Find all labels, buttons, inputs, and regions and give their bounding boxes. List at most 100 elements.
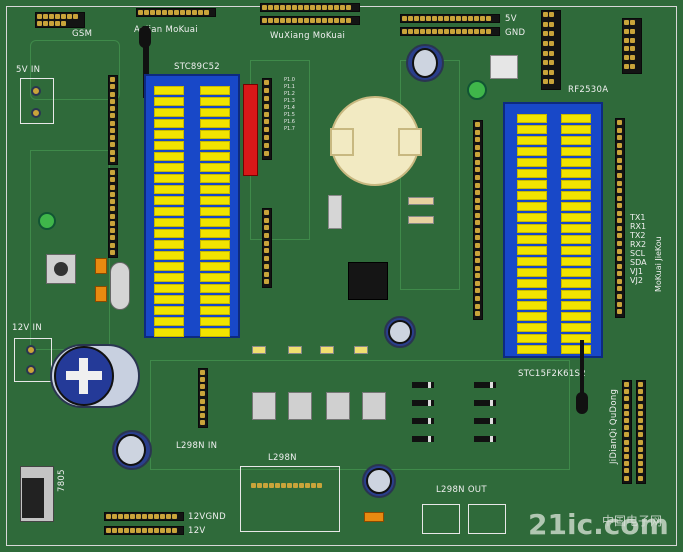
relay-header-b bbox=[636, 380, 646, 484]
diode bbox=[474, 400, 496, 406]
pin-label: P1.2 bbox=[284, 91, 295, 97]
l298n-in-label: L298N IN bbox=[176, 441, 218, 451]
label-12v: 12V bbox=[188, 526, 206, 536]
soic-chip bbox=[348, 262, 388, 300]
optocoupler bbox=[362, 392, 386, 420]
trace bbox=[150, 360, 570, 470]
led bbox=[252, 346, 266, 354]
rf-label: RF2530A bbox=[568, 85, 609, 95]
optocoupler bbox=[288, 392, 312, 420]
stc15-label: STC15F2K61S2 bbox=[518, 369, 586, 379]
gsm-label: GSM bbox=[72, 29, 93, 39]
5v-in-connector bbox=[20, 78, 54, 124]
7805-body bbox=[22, 478, 44, 518]
l298n-pins bbox=[250, 482, 330, 490]
capacitor-top bbox=[412, 48, 438, 78]
l298n-out-connector-a bbox=[422, 504, 460, 534]
p3-header bbox=[108, 168, 118, 258]
crystal-12mhz bbox=[110, 262, 130, 310]
relay-header-a bbox=[622, 380, 632, 484]
pin-label: RX1 bbox=[630, 222, 647, 231]
corner-header bbox=[622, 18, 642, 74]
diode bbox=[412, 436, 434, 442]
pin-label: TX2 bbox=[630, 231, 646, 240]
antenna-tip bbox=[139, 26, 151, 48]
pin-label: P1.5 bbox=[284, 112, 295, 118]
diode bbox=[412, 418, 434, 424]
capacitor-top bbox=[116, 434, 146, 466]
l298n-label: L298N bbox=[268, 453, 297, 463]
l298n-out-connector-b bbox=[468, 504, 506, 534]
label-gnd: GND bbox=[505, 28, 526, 38]
led bbox=[320, 346, 334, 354]
led bbox=[288, 346, 302, 354]
label-12v-in: 12V IN bbox=[12, 323, 42, 333]
mokuai-jiekou-label: MoKuai JieKou bbox=[654, 236, 663, 292]
pin-label: VJ2 bbox=[630, 276, 643, 285]
label-5v-in: 5V IN bbox=[16, 65, 41, 75]
7805-label: 7805 bbox=[57, 469, 67, 492]
diode bbox=[412, 382, 434, 388]
diode bbox=[412, 400, 434, 406]
l298n-footprint bbox=[240, 466, 340, 532]
trace bbox=[250, 60, 310, 240]
optocoupler bbox=[326, 392, 350, 420]
pin-label: VJ1 bbox=[630, 267, 643, 276]
pin-label: SCL bbox=[630, 249, 646, 258]
green-capacitor bbox=[467, 80, 487, 100]
connector-pin bbox=[31, 86, 41, 96]
pin-label: TX1 bbox=[630, 213, 646, 222]
pin-label: SDA bbox=[630, 258, 647, 267]
crystal-oscillator bbox=[328, 195, 342, 229]
l298n-in-header bbox=[198, 368, 208, 428]
pin-label: P1.7 bbox=[284, 126, 295, 132]
trace bbox=[400, 60, 460, 290]
antenna-wire-2 bbox=[580, 340, 584, 400]
connector-pin bbox=[26, 365, 36, 375]
resistor bbox=[408, 216, 434, 224]
wuxiang-header-top bbox=[260, 3, 360, 12]
red-resistor-network bbox=[243, 84, 258, 176]
anjian-header bbox=[136, 8, 216, 17]
battery-clip-right bbox=[398, 128, 422, 156]
watermark-cn: 中国电子网 bbox=[602, 514, 663, 528]
12v-in-connector bbox=[14, 338, 52, 382]
pin-label: RX2 bbox=[630, 240, 647, 249]
pin-label: P1.0 bbox=[284, 77, 295, 83]
pin-label: P1.3 bbox=[284, 98, 295, 104]
rf-header bbox=[541, 10, 561, 90]
resistor bbox=[408, 197, 434, 205]
p2-right-header bbox=[262, 208, 272, 288]
orange-capacitor bbox=[95, 286, 107, 302]
orange-capacitor bbox=[95, 258, 107, 274]
connector-pin bbox=[26, 345, 36, 355]
rf-left-header bbox=[473, 120, 483, 320]
orange-capacitor bbox=[364, 512, 384, 522]
label-12vgnd: 12VGND bbox=[188, 512, 226, 522]
diode bbox=[474, 382, 496, 388]
jdq-label: JiDianQi QuDong bbox=[609, 388, 619, 464]
p1-right-header bbox=[262, 78, 272, 160]
led bbox=[354, 346, 368, 354]
voltage-regulator bbox=[490, 55, 518, 79]
capacitor-top bbox=[366, 468, 392, 494]
capacitor-top bbox=[388, 320, 412, 344]
pin-label: P1.4 bbox=[284, 105, 295, 111]
plus-mark-v bbox=[79, 358, 88, 394]
gsm-header bbox=[35, 12, 85, 28]
wuxiang-label: WuXiang MoKuai bbox=[270, 31, 346, 41]
diode bbox=[474, 436, 496, 442]
pin-label: P1.6 bbox=[284, 119, 295, 125]
stc89c52-socket bbox=[144, 74, 240, 338]
trace bbox=[30, 40, 120, 100]
12v-header bbox=[104, 526, 184, 535]
battery-clip-left bbox=[330, 128, 354, 156]
pin-label: P1.1 bbox=[284, 84, 295, 90]
p1-header bbox=[108, 75, 118, 165]
connector-pin bbox=[31, 108, 41, 118]
button-cap bbox=[54, 262, 68, 276]
12vgnd-header bbox=[104, 512, 184, 521]
